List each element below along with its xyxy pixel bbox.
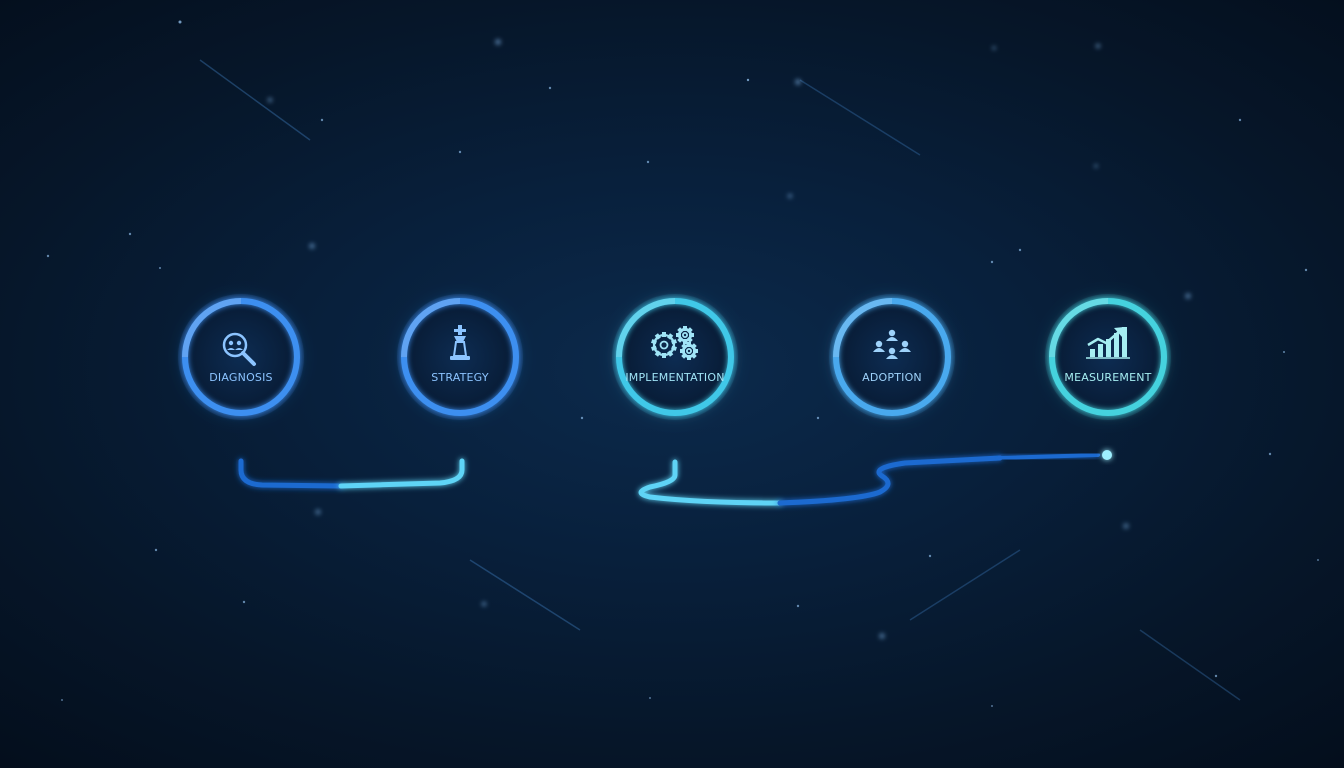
stage-label: STRATEGY xyxy=(431,371,489,384)
stage-node-diagnosis: DIAGNOSIS xyxy=(178,294,304,420)
star xyxy=(267,97,273,103)
star xyxy=(1123,523,1129,529)
stage-ring-highlight xyxy=(1049,298,1109,358)
starfield-background xyxy=(46,20,1319,707)
stage-nodes: DIAGNOSIS STRATEGY IMPLEMENTATION ADOPTION M… xyxy=(178,294,1171,420)
connector-endpoint xyxy=(1102,450,1112,460)
star xyxy=(1304,268,1308,272)
stage-ring-highlight xyxy=(833,298,893,358)
team-icon xyxy=(873,329,911,359)
star xyxy=(1018,248,1022,252)
star xyxy=(1095,43,1101,49)
stage-label: DIAGNOSIS xyxy=(209,371,272,384)
stage-ring xyxy=(833,298,951,416)
star xyxy=(746,78,750,82)
star xyxy=(315,509,321,515)
star xyxy=(1283,351,1285,353)
light-streak xyxy=(199,59,311,141)
magnifier-people-icon xyxy=(222,332,256,366)
star xyxy=(879,633,885,639)
star xyxy=(795,79,801,85)
stage-node-measurement: MEASUREMENT xyxy=(1045,294,1171,420)
gears-icon xyxy=(651,326,698,360)
connector-segment xyxy=(638,459,783,506)
star xyxy=(1317,559,1319,561)
connector-segment xyxy=(998,453,1100,460)
stage-ring-highlight xyxy=(182,298,242,358)
star xyxy=(1185,293,1191,299)
stage-label: MEASUREMENT xyxy=(1064,371,1151,384)
star xyxy=(816,416,820,420)
star xyxy=(1214,674,1218,678)
star xyxy=(649,697,651,699)
star xyxy=(178,20,182,24)
light-streak xyxy=(799,79,921,156)
star xyxy=(991,705,993,707)
star xyxy=(990,260,994,264)
star xyxy=(1094,164,1098,168)
connector-segment xyxy=(338,458,465,489)
star xyxy=(242,600,246,604)
star xyxy=(796,604,800,608)
star xyxy=(159,267,161,269)
star xyxy=(154,548,158,552)
growth-chart-icon xyxy=(1086,327,1130,359)
star xyxy=(320,118,324,122)
star xyxy=(928,554,932,558)
star xyxy=(61,699,63,701)
stage-label: IMPLEMENTATION xyxy=(625,371,724,384)
stage-node-strategy: STRATEGY xyxy=(397,294,523,420)
star xyxy=(495,39,501,45)
star xyxy=(992,46,996,50)
stage-node-adoption: ADOPTION xyxy=(829,294,955,420)
connector-segment xyxy=(238,458,344,489)
stage-ring-highlight xyxy=(401,298,461,358)
connector-lines xyxy=(238,450,1112,506)
connector-segment xyxy=(777,455,1003,506)
star xyxy=(309,243,315,249)
star xyxy=(787,193,793,199)
star xyxy=(46,254,50,258)
star xyxy=(548,86,552,90)
stage-label: ADOPTION xyxy=(862,371,922,384)
star xyxy=(1238,118,1242,122)
light-streak xyxy=(469,559,581,631)
stage-disc xyxy=(622,304,728,410)
stage-ring xyxy=(401,298,519,416)
stage-ring xyxy=(182,298,300,416)
star xyxy=(128,232,132,236)
star xyxy=(481,601,487,607)
light-streak xyxy=(1139,629,1241,701)
stage-ring-highlight xyxy=(616,298,676,358)
stage-ring xyxy=(616,298,734,416)
stage-ring xyxy=(1049,298,1167,416)
chess-king-icon xyxy=(450,325,470,360)
stage-node-implementation: IMPLEMENTATION xyxy=(612,294,738,420)
light-streak xyxy=(909,549,1021,621)
star xyxy=(1268,452,1272,456)
star xyxy=(646,160,650,164)
star xyxy=(458,150,462,154)
star xyxy=(580,416,584,420)
stage-disc xyxy=(188,304,294,410)
